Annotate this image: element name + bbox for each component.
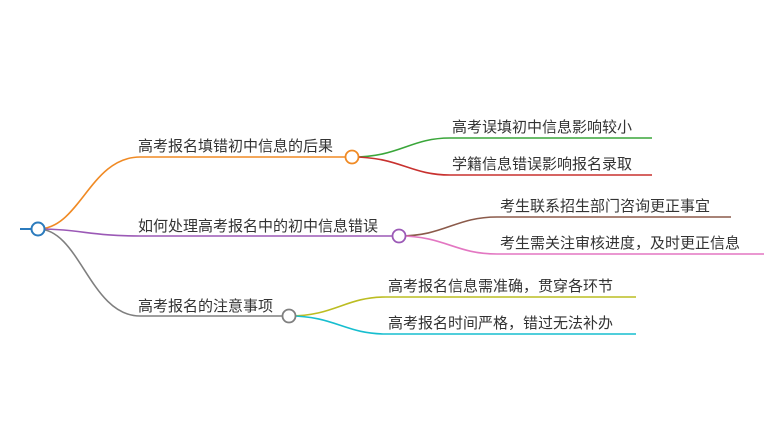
branch-1-child-1-label[interactable]: 考生需关注审核进度，及时更正信息 (500, 234, 740, 252)
branch-1-label[interactable]: 如何处理高考报名中的初中信息错误 (138, 217, 378, 235)
branch-2-child-1-connector (288, 315, 636, 335)
branch-1-connector (37, 228, 399, 237)
branch-0-child-1-connector (351, 156, 652, 176)
branch-0-label[interactable]: 高考报名填错初中信息的后果 (138, 137, 333, 155)
branch-0-connector (37, 156, 352, 230)
branch-1-node[interactable] (391, 228, 407, 244)
branch-0-child-0-label[interactable]: 高考误填初中信息影响较小 (452, 118, 632, 136)
branch-0-child-1-label[interactable]: 学籍信息错误影响报名录取 (452, 155, 632, 173)
branch-0-child-0-connector (351, 137, 652, 158)
branch-2-child-0-connector (288, 296, 636, 317)
branch-1-child-0-connector (398, 216, 731, 237)
branch-2-child-0-label[interactable]: 高考报名信息需准确，贯穿各环节 (388, 277, 613, 295)
root-node[interactable] (30, 221, 46, 237)
branch-0-node[interactable] (344, 149, 360, 165)
branch-2-label[interactable]: 高考报名的注意事项 (138, 297, 273, 315)
branch-2-node[interactable] (281, 308, 297, 324)
branch-2-connector (37, 228, 289, 317)
branch-1-child-0-label[interactable]: 考生联系招生部门咨询更正事宜 (500, 197, 710, 215)
branch-2-child-1-label[interactable]: 高考报名时间严格，错过无法补办 (388, 314, 613, 332)
branch-1-child-1-connector (398, 235, 764, 255)
